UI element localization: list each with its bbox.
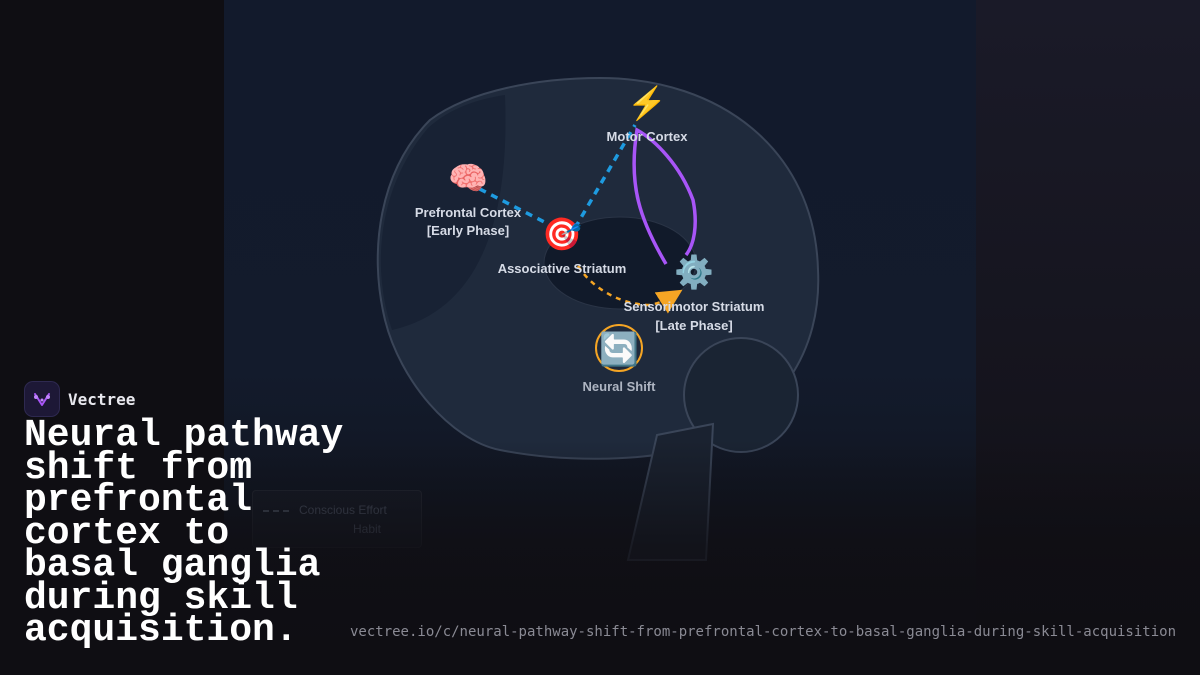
prefrontal-label: Prefrontal Cortex bbox=[415, 205, 522, 220]
brand-name: Vectree bbox=[68, 389, 136, 409]
lightning-icon: ⚡ bbox=[627, 85, 667, 122]
motor-cortex-label: Motor Cortex bbox=[607, 129, 689, 144]
prefrontal-phase-label: [Early Phase] bbox=[427, 223, 509, 238]
sensorimotor-label: Sensorimotor Striatum bbox=[624, 299, 765, 314]
neural-shift-label: Neural Shift bbox=[583, 379, 657, 394]
brand: Vectree bbox=[24, 381, 136, 417]
habit-loop-path bbox=[632, 127, 697, 265]
prefrontal-to-striatum-path bbox=[467, 181, 561, 232]
frontal-lobe bbox=[380, 95, 506, 330]
associative-label: Associative Striatum bbox=[498, 261, 627, 276]
striatum-to-motor-path bbox=[573, 124, 637, 229]
source-url[interactable]: vectree.io/c/neural-pathway-shift-from-p… bbox=[349, 624, 1176, 640]
target-icon: 🎯 bbox=[542, 216, 582, 252]
cycle-arrows-icon: 🔄 bbox=[599, 331, 639, 367]
brain-icon: 🧠 bbox=[448, 160, 488, 196]
neural-shift-ring bbox=[595, 324, 643, 372]
basal-ganglia-region bbox=[543, 216, 697, 310]
gear-icon: ⚙️ bbox=[674, 254, 714, 290]
sensorimotor-phase-label: [Late Phase] bbox=[655, 318, 732, 333]
neural-shift-arrow bbox=[576, 265, 683, 314]
vectree-logo-icon bbox=[24, 381, 60, 417]
page-title: Neural pathway shift from prefrontal cor… bbox=[24, 414, 344, 652]
